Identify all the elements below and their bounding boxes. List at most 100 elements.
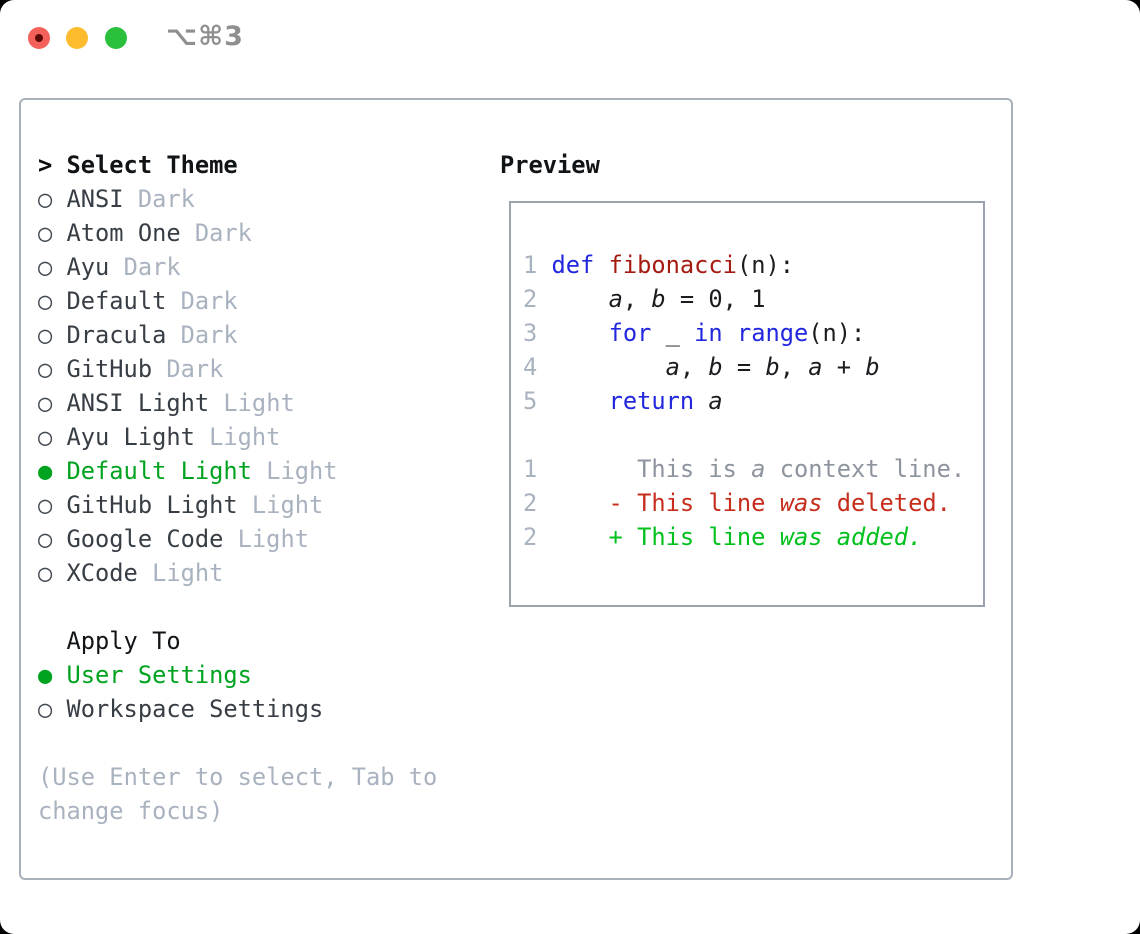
radio-unselected-icon: ○ xyxy=(38,423,53,451)
code-token: This is xyxy=(551,455,752,483)
prompt-caret: > xyxy=(38,151,53,179)
theme-option-atom-one[interactable]: ○ Atom One Dark xyxy=(38,216,478,250)
theme-options-list: ○ANSI Dark○Atom One Dark○Ayu Dark○Defaul… xyxy=(38,182,478,590)
theme-option-ansi[interactable]: ○ ANSI Dark xyxy=(38,182,478,216)
apply-to-header: Apply To xyxy=(38,624,478,658)
theme-variant-tag: Dark xyxy=(123,253,181,281)
diff-deleted-line: 2 - This line was deleted. xyxy=(523,486,965,520)
hint-line-1: (Use Enter to select, Tab to xyxy=(38,763,438,791)
radio-unselected-icon: ○ xyxy=(38,287,53,315)
code-token: a xyxy=(808,353,823,381)
theme-option-xcode[interactable]: ○XCode Light xyxy=(38,556,478,590)
theme-variant-tag: Light xyxy=(237,525,309,553)
code-line: 5 return a xyxy=(523,384,965,418)
code-token: , xyxy=(779,353,809,381)
theme-option-dracula[interactable]: ○Dracula Dark xyxy=(38,318,478,352)
code-token: b xyxy=(865,353,880,381)
code-token: = xyxy=(722,353,766,381)
radio-unselected-icon: ○ xyxy=(38,525,53,553)
window-close-button[interactable] xyxy=(28,27,50,49)
diff-added-line: 2 + This line was added. xyxy=(523,520,965,554)
theme-variant-tag: Dark xyxy=(194,219,252,247)
radio-unselected-icon: ○ xyxy=(38,253,53,281)
radio-unselected-icon: ○ xyxy=(38,219,53,247)
diff-context-line: 1 This is a context line. xyxy=(523,452,965,486)
window-minimize-button[interactable] xyxy=(66,27,88,49)
code-token: + This line xyxy=(551,523,780,551)
code-token xyxy=(823,523,837,551)
radio-selected-icon: ● xyxy=(38,457,53,485)
theme-list-column: >Select Theme ○ANSI Dark○Atom One Dark○A… xyxy=(38,148,478,828)
code-line: 3 for _ in range(n): xyxy=(523,316,965,350)
theme-variant-tag: Light xyxy=(251,491,324,519)
code-token: in xyxy=(694,319,723,347)
theme-option-label: GitHub Light xyxy=(66,491,238,519)
theme-option-github[interactable]: ○GitHub Dark xyxy=(38,352,478,386)
code-token: b xyxy=(651,285,666,313)
code-token: b xyxy=(708,353,723,381)
code-token: return xyxy=(608,387,695,415)
theme-option-label: ANSI xyxy=(66,185,124,213)
apply-option-label: User Settings xyxy=(66,661,252,689)
theme-option-label: ANSI Light xyxy=(66,389,210,417)
code-token: + xyxy=(822,353,866,381)
code-token: deleted. xyxy=(822,489,951,517)
unsaved-dot-icon xyxy=(35,34,43,42)
theme-option-ansi-light[interactable]: ○ANSI Light Light xyxy=(38,386,478,420)
theme-option-google-code[interactable]: ○ Google Code Light xyxy=(38,522,478,556)
hint-line-2: change focus) xyxy=(38,797,224,825)
select-theme-title: Select Theme xyxy=(66,151,238,179)
theme-option-label: Google Code xyxy=(66,525,224,553)
theme-option-ayu[interactable]: ○Ayu Dark xyxy=(38,250,478,284)
code-token: for xyxy=(608,319,652,347)
code-token: = 0, 1 xyxy=(665,285,766,313)
theme-variant-tag: Dark xyxy=(137,185,195,213)
radio-unselected-icon: ○ xyxy=(38,185,53,213)
code-token: context line. xyxy=(765,455,966,483)
code-token xyxy=(552,387,609,415)
code-token: (n): xyxy=(808,319,866,347)
theme-option-label: Ayu Light xyxy=(66,423,195,451)
theme-option-label: Default xyxy=(66,287,167,315)
select-theme-header: > Select Theme xyxy=(38,148,478,182)
theme-variant-tag: Light xyxy=(152,559,224,587)
theme-variant-tag: Light xyxy=(209,423,281,451)
theme-variant-tag: Dark xyxy=(180,287,238,315)
theme-option-default-light[interactable]: ●Default Light Light xyxy=(38,454,478,488)
apply-option-user-settings[interactable]: ●User Settings xyxy=(38,658,478,692)
theme-option-default[interactable]: ○ Default Dark xyxy=(38,284,478,318)
theme-variant-tag: Dark xyxy=(166,355,224,383)
apply-option-workspace-settings[interactable]: ○Workspace Settings xyxy=(38,692,478,726)
theme-option-ayu-light[interactable]: ○ Ayu Light Light xyxy=(38,420,478,454)
theme-variant-tag: Dark xyxy=(180,321,238,349)
code-token: range xyxy=(736,319,809,347)
spacer xyxy=(38,590,478,624)
code-token: added. xyxy=(836,523,923,551)
spacer xyxy=(38,726,478,760)
line-number: 2 xyxy=(523,523,538,551)
apply-to-title: Apply To xyxy=(66,627,181,655)
theme-option-github-light[interactable]: ○ GitHub Light Light xyxy=(38,488,478,522)
theme-variant-tag: Light xyxy=(266,457,338,485)
code-token: a xyxy=(608,285,623,313)
code-token: a xyxy=(751,455,766,483)
code-token: fibonacci xyxy=(608,251,737,279)
line-number: 2 xyxy=(523,489,538,517)
code-token xyxy=(723,319,737,347)
code-token: (n): xyxy=(736,251,794,279)
line-number: 4 xyxy=(523,353,538,381)
code-token xyxy=(552,319,609,347)
code-token xyxy=(552,285,609,313)
apply-to-options-list: ●User Settings○Workspace Settings xyxy=(38,658,478,726)
code-token xyxy=(694,387,708,415)
line-number: 1 xyxy=(523,455,538,483)
window-zoom-button[interactable] xyxy=(105,27,127,49)
radio-unselected-icon: ○ xyxy=(38,491,53,519)
theme-option-label: Atom One xyxy=(66,219,181,247)
code-token: was xyxy=(779,489,823,517)
radio-unselected-icon: ○ xyxy=(38,321,53,349)
